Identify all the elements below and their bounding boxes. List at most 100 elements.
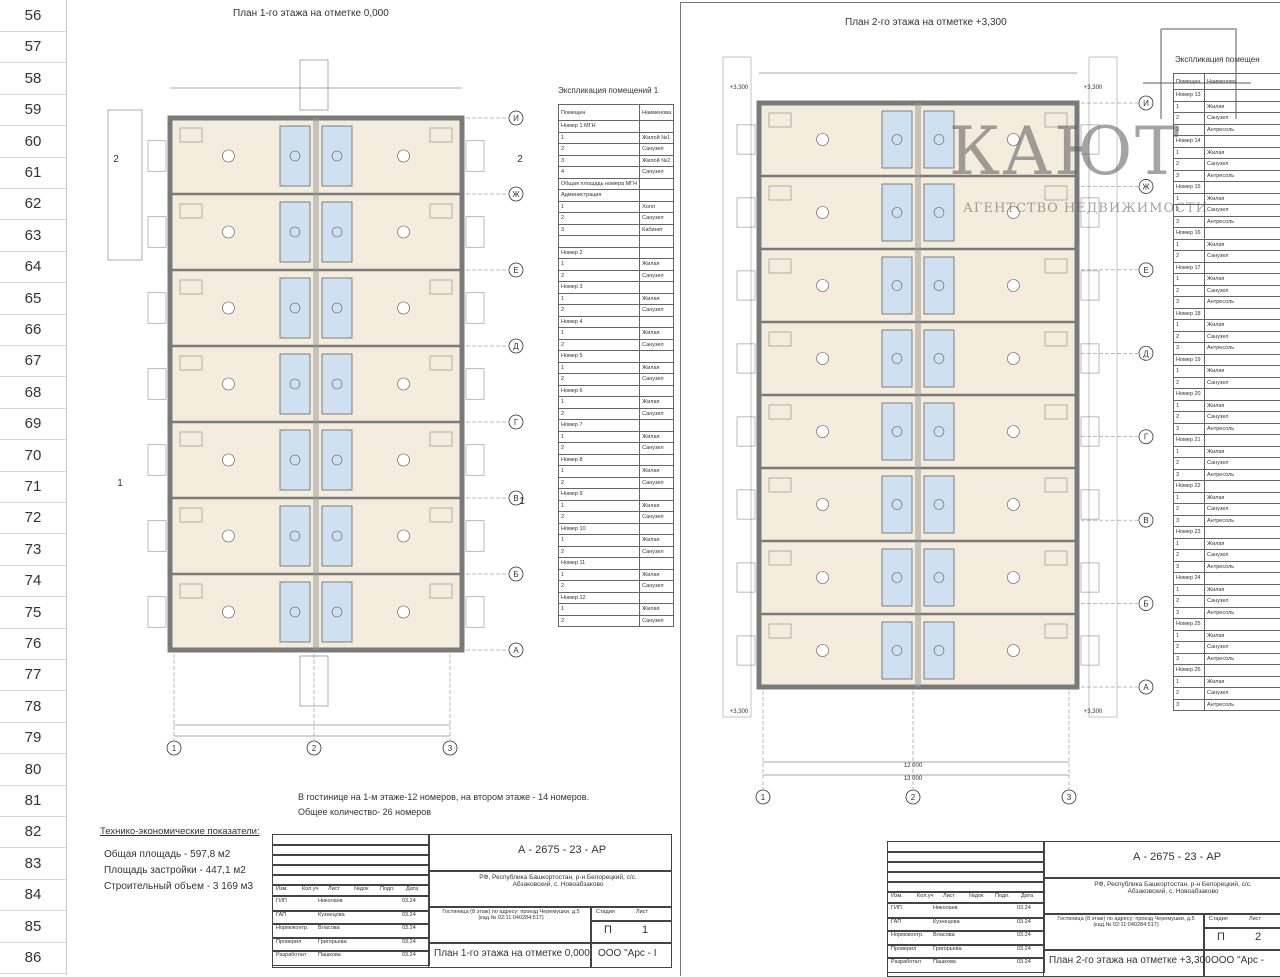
stamp-company: ООО "Арс -: [1211, 955, 1264, 966]
explication-cell: Санузел: [640, 615, 674, 627]
explication-cell: 1: [1174, 676, 1205, 688]
stamp-name: Григорьева: [933, 946, 962, 952]
stamp-object: Гостиница (8 этаж) по адресу: проезд Чер…: [436, 909, 586, 921]
explication-cell: Номер 5: [559, 351, 640, 363]
explication-cell: [640, 121, 674, 133]
explication-cell: Санузел: [640, 581, 674, 593]
bathroom: [924, 330, 954, 387]
explication-cell: 2: [1174, 550, 1205, 562]
explication-cell: [559, 236, 640, 248]
explication-cell: Номер 8: [559, 454, 640, 466]
balcony: [466, 445, 484, 475]
tep-built-area: Площадь застройки - 447,1 м2: [104, 865, 246, 876]
explication-cell: Администрация: [559, 190, 640, 202]
stamp-role: Разработал: [276, 952, 306, 958]
explication-cell: Санузел: [640, 167, 674, 179]
balcony: [148, 217, 166, 247]
stamp-header-cell: Лист: [943, 893, 955, 899]
explication-cell: Жилая: [640, 466, 674, 478]
explication-cell: Антресоль: [1205, 423, 1280, 435]
explication-cell: [640, 385, 674, 397]
explication-cell: [1205, 136, 1280, 148]
explication-cell: 2: [1174, 251, 1205, 263]
explication-cell: Номер 20: [1174, 389, 1205, 401]
explication-cell: Жилая: [1205, 147, 1280, 159]
room-badge: [1007, 280, 1019, 292]
explication-cell: Номер 3: [559, 282, 640, 294]
explication-row: Номер 11: [559, 558, 674, 570]
explication-cell: 2: [1174, 285, 1205, 297]
balcony: [148, 141, 166, 171]
row-number: 77: [0, 659, 66, 691]
explication-cell: Номер 4: [559, 316, 640, 328]
bathroom: [322, 126, 352, 186]
explication-cell: Санузел: [1205, 285, 1280, 297]
explication-cell: 1: [1174, 446, 1205, 458]
stamp-date: 03.24: [1017, 959, 1031, 965]
note-line-2: Общее количество- 26 номеров: [298, 807, 431, 817]
stamp-code: А - 2675 - 23 - АР: [518, 844, 606, 856]
explication-cell: Номер 7: [559, 420, 640, 432]
stamp-name: Кузнецова: [318, 912, 345, 918]
explication-cell: Номер 22: [1174, 481, 1205, 493]
balcony: [1081, 344, 1099, 373]
explication-row: Номер 17: [1174, 262, 1280, 274]
explication-cell: [1205, 619, 1280, 631]
explication-cell: [640, 592, 674, 604]
explication-cell: Жилая: [1205, 193, 1280, 205]
explication-cell: Антресоль: [1205, 216, 1280, 228]
row-number: 61: [0, 157, 66, 189]
room-badge: [817, 353, 829, 365]
explication-cell: Жилая: [1205, 366, 1280, 378]
stamp-role: ГАП: [276, 912, 286, 918]
watermark-tagline: АГЕНТСТВО НЕДВИЖИМОСТИ: [963, 201, 1208, 216]
room-badge: [398, 150, 410, 162]
stamp-stage: П: [1217, 931, 1225, 943]
balcony: [737, 344, 755, 373]
explication-cell: 1: [559, 500, 640, 512]
stamp-name: Власова: [933, 932, 955, 938]
stamp-name: Пашкова: [933, 959, 956, 965]
row-number: 73: [0, 534, 66, 566]
explication-cell: 3: [559, 224, 640, 236]
balcony: [148, 521, 166, 551]
bathroom: [882, 184, 912, 241]
bathroom: [882, 111, 912, 168]
row-number: 80: [0, 754, 66, 786]
bathroom: [280, 582, 310, 642]
stamp-stage-label: Стадия: [596, 909, 615, 915]
explication-cell: Санузел: [1205, 331, 1280, 343]
explication-cell: [1205, 389, 1280, 401]
explication-cell: [640, 420, 674, 432]
explication-header-cell: Помещен: [559, 105, 640, 121]
explication-row: Номер 1 МГН: [559, 121, 674, 133]
explication-cell: Санузел: [640, 213, 674, 225]
bathroom: [322, 202, 352, 262]
stamp-header-cell: Дата: [1021, 893, 1033, 899]
stamp-date: 03.24: [402, 925, 416, 931]
explication-cell: 2: [559, 581, 640, 593]
level-mark: +3,300: [1084, 85, 1103, 91]
explication-cell: 1: [1174, 320, 1205, 332]
bathroom: [924, 622, 954, 679]
balcony: [148, 369, 166, 399]
room-badge: [222, 150, 234, 162]
explication-cell: Кабинет: [640, 224, 674, 236]
